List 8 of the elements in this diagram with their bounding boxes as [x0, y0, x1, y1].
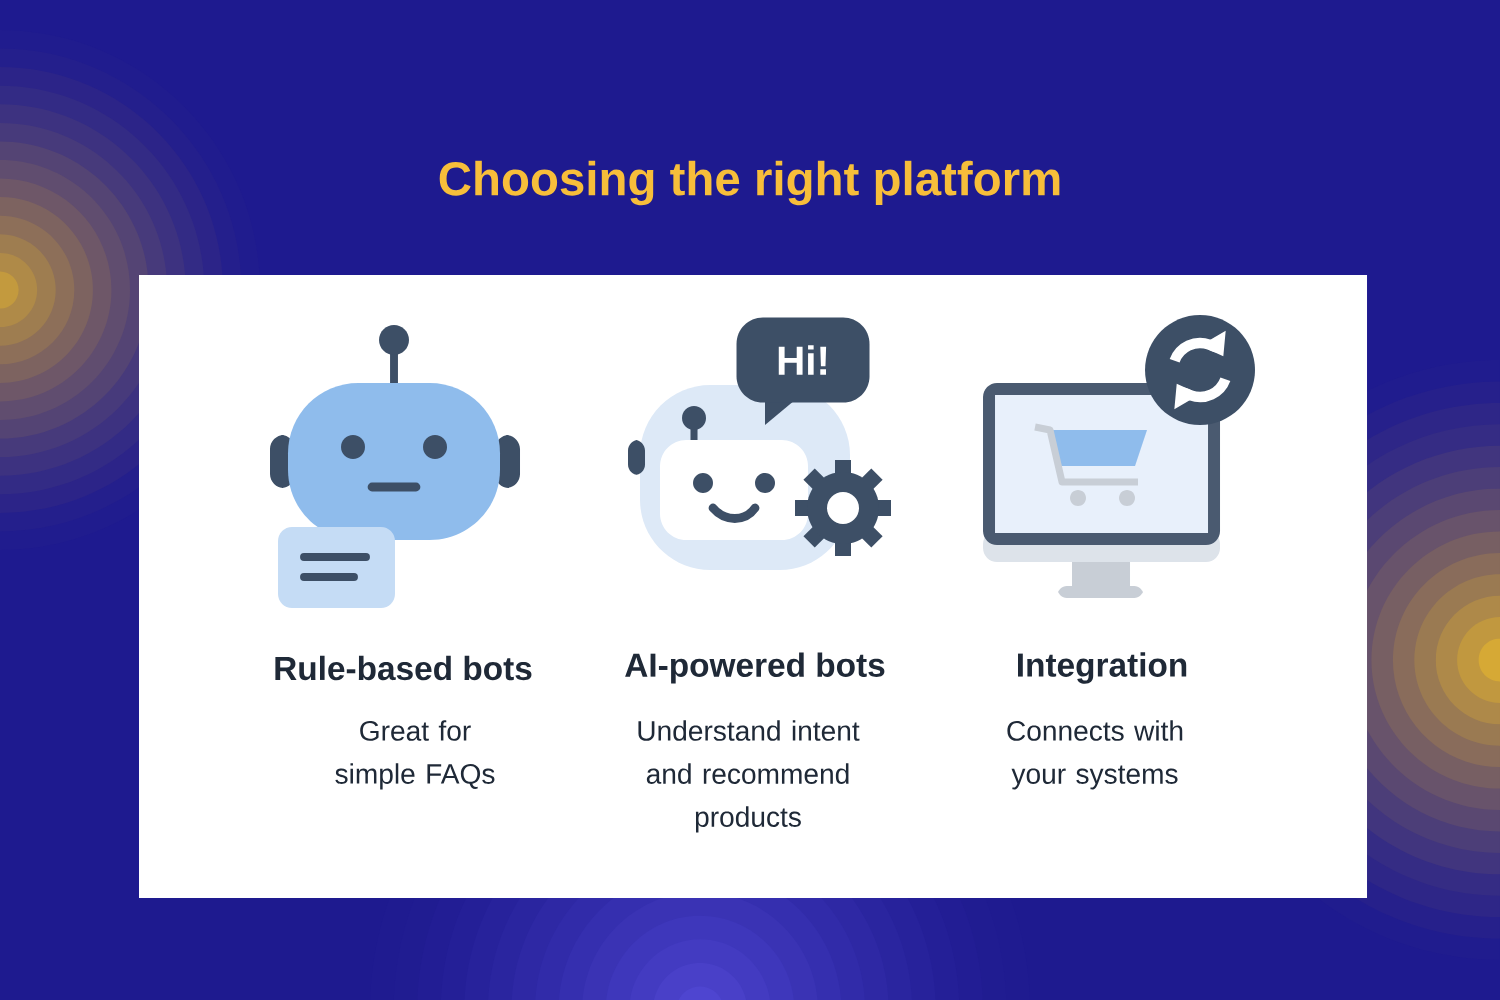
- column-heading: Integration: [1018, 652, 1187, 684]
- column-heading: Rule-based bots: [275, 655, 532, 681]
- column-description: Connects with your systems: [1007, 720, 1183, 790]
- speech-bubble: Hi!: [736, 317, 870, 425]
- column-heading: AI-powered bots: [625, 652, 885, 684]
- title: Choosing the right platform: [439, 160, 1060, 206]
- column-description: Understand intent and recommend products: [638, 720, 860, 833]
- column-description: Great for simple FAQs: [335, 720, 495, 790]
